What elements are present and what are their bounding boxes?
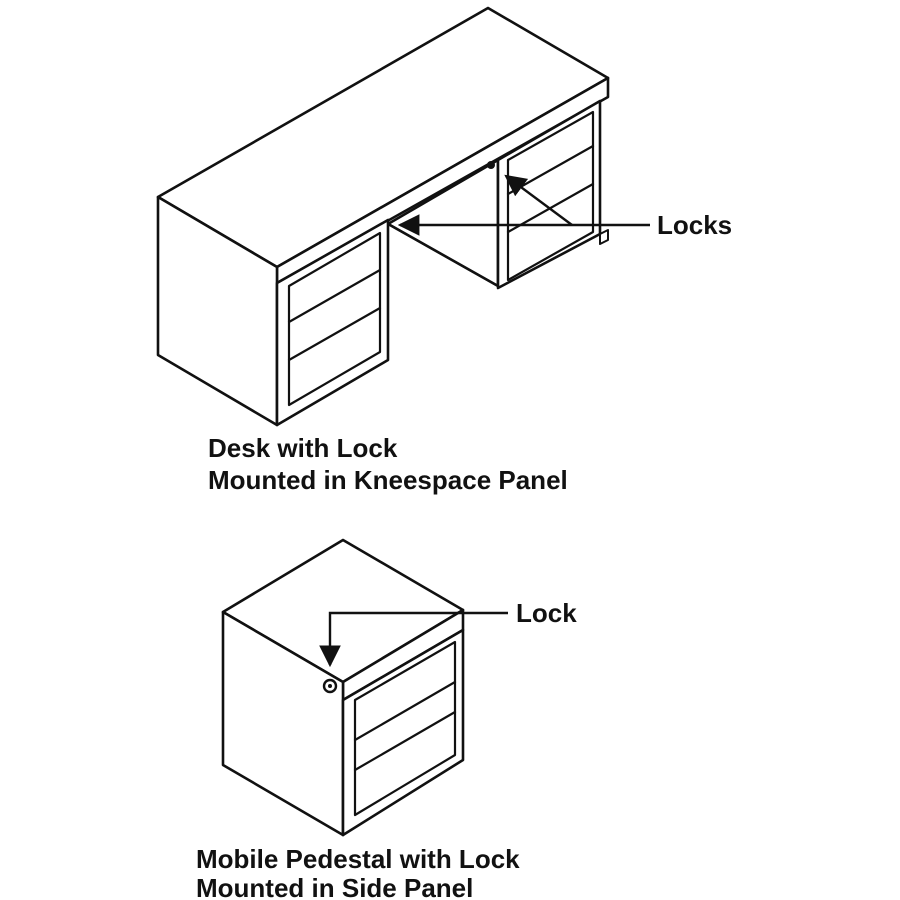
desk-drawing <box>156 6 610 427</box>
pedestal-lock-callout <box>319 611 508 668</box>
pedestal-caption-line1: Mobile Pedestal with Lock <box>196 844 520 874</box>
pedestal-caption-line2: Mounted in Side Panel <box>196 873 473 900</box>
pedestal-drawing <box>221 538 465 837</box>
pedestal-leader <box>319 611 508 668</box>
desk-leader-diagonal <box>504 174 573 226</box>
desk-locks-callout <box>397 174 650 236</box>
desk-caption-line2: Mounted in Kneespace Panel <box>208 465 568 495</box>
desk-lock-dot <box>487 161 495 169</box>
desk-caption-line1: Desk with Lock <box>208 433 398 463</box>
desk-locks-label: Locks <box>657 210 732 240</box>
pedestal-lock-label: Lock <box>516 598 577 628</box>
